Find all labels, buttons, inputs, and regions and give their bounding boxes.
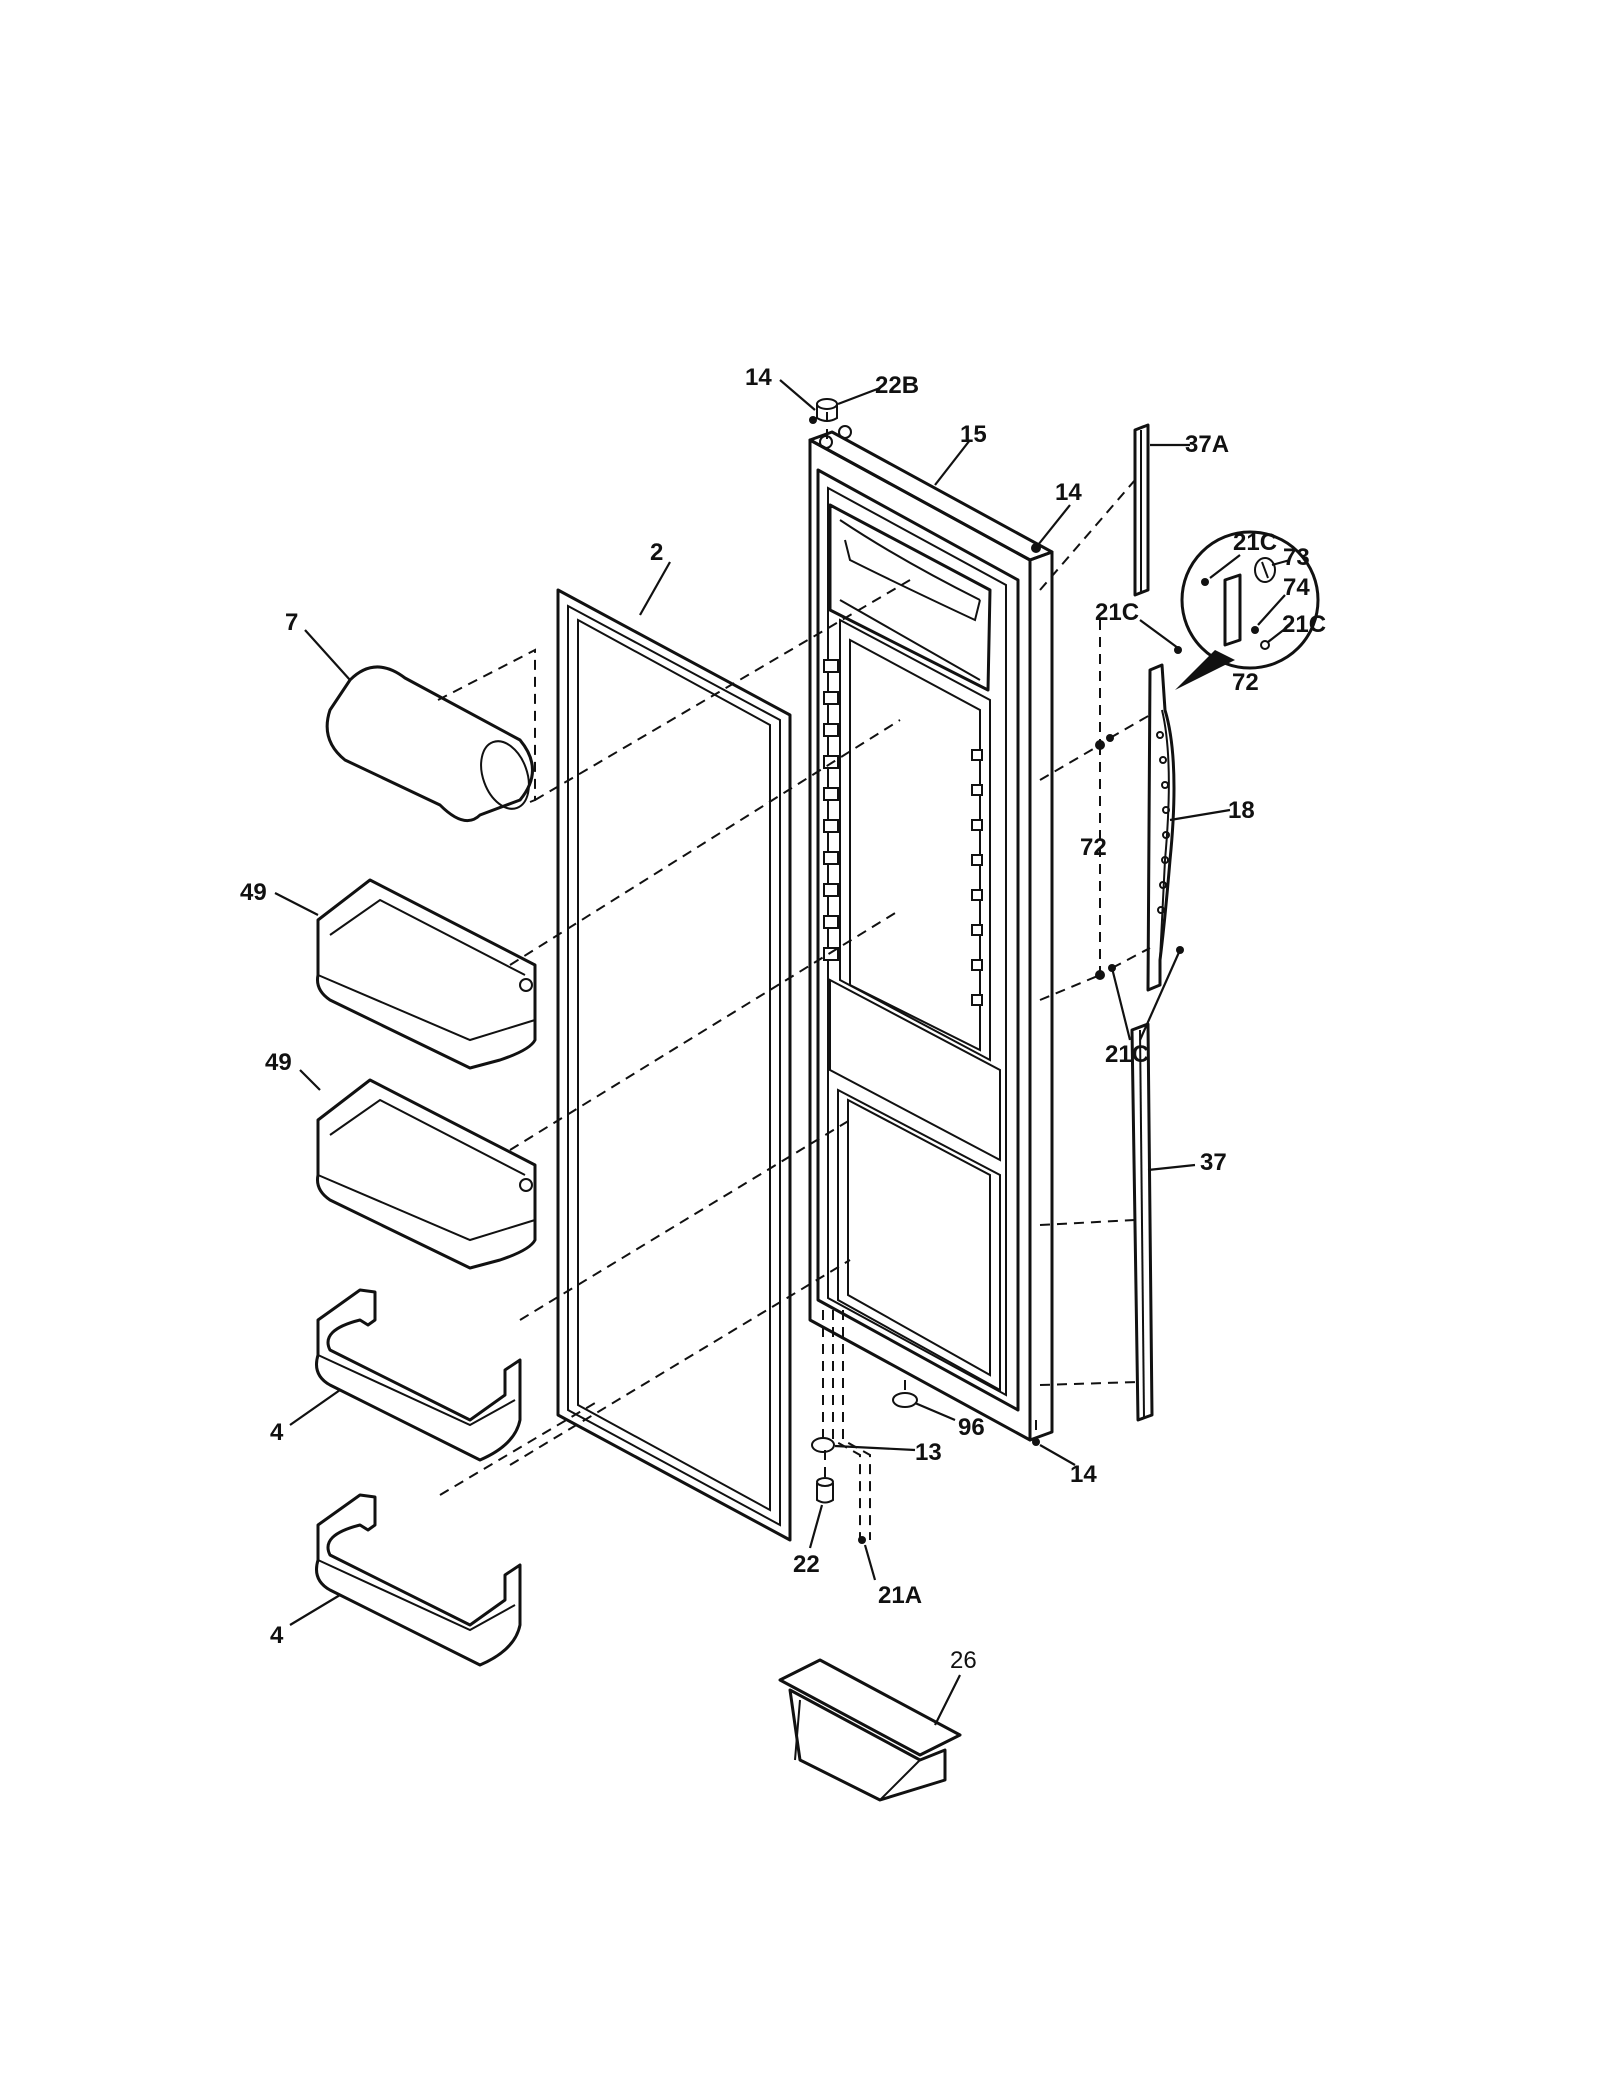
label-14-right: 14 <box>1055 479 1082 506</box>
label-37A: 37A <box>1185 431 1229 458</box>
label-73: 73 <box>1283 544 1310 571</box>
tray-26 <box>778 1658 962 1802</box>
shelf-rail-left <box>823 659 839 961</box>
label-15: 15 <box>960 421 987 448</box>
label-49-upper: 49 <box>240 879 267 906</box>
label-37: 37 <box>1200 1149 1227 1176</box>
handle-18 <box>1146 663 1176 992</box>
leader-lines <box>274 379 1291 1726</box>
door-bin-49-upper <box>316 878 537 1070</box>
label-96: 96 <box>958 1414 985 1441</box>
trim-37A <box>1133 423 1150 597</box>
label-13: 13 <box>915 1439 942 1466</box>
label-49-lower: 49 <box>265 1049 292 1076</box>
hinge-bushing-22B <box>809 398 838 424</box>
label-26: 26 <box>950 1647 977 1674</box>
label-21C-inset-right: 21C <box>1282 611 1326 638</box>
label-72-inset: 72 <box>1232 669 1259 696</box>
dairy-bin-7 <box>325 665 534 823</box>
label-74: 74 <box>1283 574 1310 601</box>
label-4-lower: 4 <box>270 1622 284 1649</box>
label-4-upper: 4 <box>270 1419 284 1446</box>
label-2: 2 <box>650 539 663 566</box>
door-gasket <box>556 588 792 1542</box>
label-14-bottom: 14 <box>1070 1461 1097 1488</box>
shelf-rail-right <box>971 749 983 1006</box>
label-22: 22 <box>793 1551 820 1578</box>
label-21C-upper: 21C <box>1095 599 1139 626</box>
door-bin-4-lower <box>315 1493 522 1667</box>
hinge-detail-inset <box>1175 530 1320 690</box>
door-assembly <box>808 425 1054 1442</box>
label-21C-inset-top: 21C <box>1233 529 1277 556</box>
label-22B: 22B <box>875 372 919 399</box>
part-labels: 14 22B 15 14 37A 2 7 21C 73 74 21C 72 21… <box>240 364 1326 1674</box>
door-bin-49-lower <box>316 1078 537 1270</box>
label-21A: 21A <box>878 1582 922 1609</box>
bottom-hinge-parts <box>811 1392 1040 1544</box>
trim-37 <box>1130 1022 1154 1422</box>
door-bin-4-upper <box>315 1288 522 1462</box>
label-18: 18 <box>1228 797 1255 824</box>
label-72: 72 <box>1080 834 1107 861</box>
label-14-top: 14 <box>745 364 772 391</box>
label-21C-lower: 21C <box>1105 1041 1149 1068</box>
alignment-lines <box>437 412 1151 1540</box>
label-7: 7 <box>285 609 298 636</box>
